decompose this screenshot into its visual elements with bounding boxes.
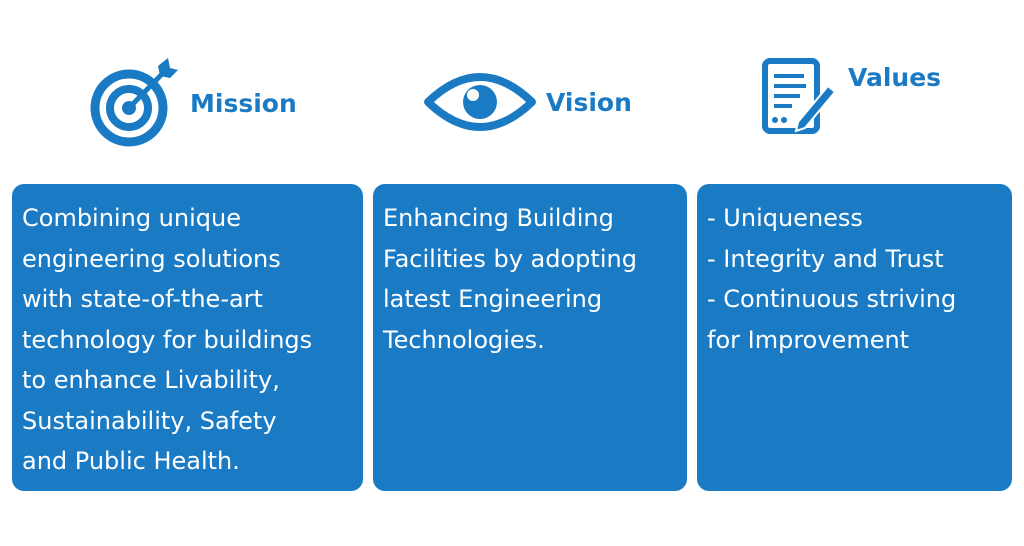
values-line: - Integrity and Trust — [707, 244, 944, 273]
vision-line: Technologies. — [383, 325, 545, 354]
mission-line: with state-of-the-art — [22, 285, 263, 313]
mission-line: to enhance Livability, — [22, 366, 280, 394]
vision-line: latest Engineering — [383, 285, 603, 313]
values-title: Values — [848, 62, 942, 92]
mission-line: engineering solutions — [22, 244, 281, 273]
values-line: for Improvement — [707, 325, 910, 354]
document-pen-icon — [762, 58, 837, 134]
vision-header: Vision — [424, 70, 632, 134]
mission-line: and Public Health. — [22, 447, 240, 475]
values-header: Values — [760, 56, 941, 136]
vision-card: Enhancing Building Facilities by adoptin… — [373, 184, 687, 491]
target-icon — [90, 58, 178, 147]
mission-card: Combining unique engineering solutions w… — [12, 184, 363, 491]
mission-header: Mission — [88, 58, 297, 148]
mission-line: Combining unique — [22, 204, 241, 232]
eye-icon — [424, 73, 536, 131]
values-line: - Continuous striving — [707, 285, 957, 313]
values-line: - Uniqueness — [707, 204, 863, 232]
vision-line: Enhancing Building — [383, 204, 614, 232]
vision-line: Facilities by adopting — [383, 244, 637, 273]
mission-line: technology for buildings — [22, 325, 313, 354]
values-card: - Uniqueness - Integrity and Trust - Con… — [697, 184, 1012, 491]
mission-title: Mission — [190, 88, 297, 118]
mission-line: Sustainability, Safety — [22, 406, 277, 435]
vision-title: Vision — [546, 87, 632, 117]
